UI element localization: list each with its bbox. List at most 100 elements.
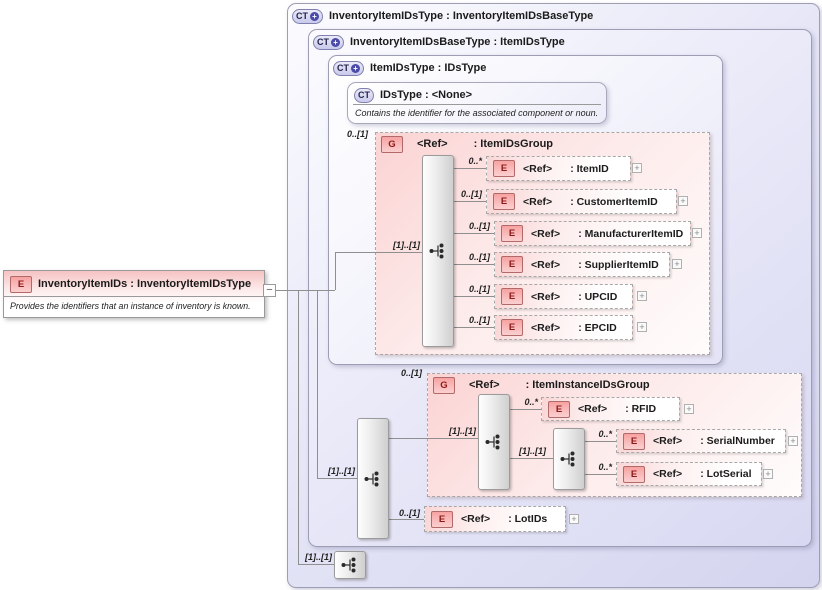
element-badge: E <box>623 432 645 450</box>
element-itemid[interactable]: E <Ref> : ItemID <box>486 156 631 181</box>
connector <box>298 564 334 565</box>
element-customeritemid[interactable]: E <Ref> : CustomerItemID <box>486 189 677 214</box>
expand-button[interactable]: + <box>637 322 647 332</box>
type-header: CT + InventoryItemIDsType : InventoryIte… <box>292 7 593 25</box>
connector <box>298 290 299 564</box>
connector <box>387 438 478 439</box>
derived-plus-icon: + <box>331 37 340 47</box>
expand-button[interactable]: + <box>692 228 702 238</box>
connector <box>387 519 424 520</box>
connector <box>508 458 553 459</box>
element-name: : EPCID <box>578 321 617 334</box>
occurrence-label: 0..[1] <box>400 368 422 378</box>
element-name: : RFID <box>625 403 657 415</box>
group-header: G <Ref> : ItemIDsGroup <box>381 135 553 153</box>
connector <box>276 290 335 291</box>
connector <box>583 441 616 442</box>
occurrence-label: 0..[1] <box>468 284 490 294</box>
element-ref-label: <Ref> <box>523 162 553 175</box>
element-epcid[interactable]: E <Ref> : EPCID <box>494 315 633 340</box>
element-name: : ItemID <box>570 162 609 175</box>
sequence-compositor <box>357 418 389 539</box>
element-ref-label: <Ref> <box>653 435 683 447</box>
element-ref-label: <Ref> <box>531 321 561 334</box>
collapse-toggle[interactable]: − <box>263 284 276 297</box>
sequence-compositor-collapsed <box>334 551 366 579</box>
element-badge: E <box>493 160 515 177</box>
element-badge: E <box>623 465 645 483</box>
element-badge: E <box>431 510 453 528</box>
connector <box>508 409 541 410</box>
occurrence-label: 0..[1] <box>398 508 420 518</box>
expand-button[interactable]: + <box>788 436 798 446</box>
type-box-idstype: CT IDsType : <None> Contains the identif… <box>347 82 607 124</box>
expand-button[interactable]: + <box>632 163 642 173</box>
connector <box>335 252 336 290</box>
derived-plus-icon: + <box>351 63 360 73</box>
connector <box>335 252 422 253</box>
element-badge: E <box>493 193 515 210</box>
sequence-icon <box>485 434 500 450</box>
type-header: CT + InventoryItemIDsBaseType : ItemIDsT… <box>313 33 565 51</box>
element-name: : LotIDs <box>508 513 548 525</box>
element-serialnumber[interactable]: E <Ref> : SerialNumber <box>616 429 786 453</box>
element-ref-label: <Ref> <box>653 468 683 480</box>
sequence-icon <box>364 471 379 486</box>
connector <box>452 233 494 234</box>
occurrence-label: 0..* <box>524 397 538 407</box>
element-name: : LotSerial <box>700 468 752 480</box>
sequence-compositor <box>478 394 510 490</box>
occurrence-label: 0..* <box>598 462 612 472</box>
expand-button[interactable]: + <box>672 259 682 269</box>
sequence-compositor <box>553 428 585 490</box>
element-upcid[interactable]: E <Ref> : UPCID <box>494 284 633 309</box>
group-name: : ItemInstanceIDsGroup <box>525 379 650 391</box>
expand-button[interactable]: + <box>678 196 688 206</box>
element-name: : ManufacturerItemID <box>578 227 684 240</box>
element-badge: E <box>548 400 570 418</box>
group-badge: G <box>433 376 455 394</box>
type-header: CT IDsType : <None> <box>354 86 472 104</box>
element-annotation: Provides the identifiers that an instanc… <box>10 301 251 311</box>
type-title: IDsType : <None> <box>380 89 473 101</box>
element-header: E InventoryItemIDs : InventoryItemIDsTyp… <box>10 275 251 293</box>
element-name: : SerialNumber <box>700 435 775 447</box>
element-ref-label: <Ref> <box>461 513 491 525</box>
sequence-compositor <box>422 155 454 347</box>
type-annotation: Contains the identifier for the associat… <box>355 108 599 118</box>
element-supplieritemid[interactable]: E <Ref> : SupplierItemID <box>494 252 670 277</box>
divider <box>353 104 601 105</box>
occurrence-label: 0..[1] <box>460 189 482 199</box>
occurrence-label: [1]..[1] <box>393 240 420 250</box>
connector <box>452 327 494 328</box>
sequence-icon <box>341 557 356 573</box>
connector <box>452 296 494 297</box>
expand-button[interactable]: + <box>684 404 694 414</box>
element-ref-label: <Ref> <box>523 195 553 208</box>
expand-button[interactable]: + <box>763 469 773 479</box>
element-lotserial[interactable]: E <Ref> : LotSerial <box>616 462 762 486</box>
connector <box>452 264 494 265</box>
occurrence-label: [1]..[1] <box>328 466 355 476</box>
sequence-icon <box>429 243 444 259</box>
occurrence-label: 0..* <box>468 156 482 166</box>
complextype-badge: CT + <box>333 60 364 76</box>
element-name: : CustomerItemID <box>570 195 658 208</box>
complextype-badge: CT + <box>292 8 323 24</box>
root-element-inventoryitemids[interactable]: E InventoryItemIDs : InventoryItemIDsTyp… <box>3 270 265 318</box>
expand-button[interactable]: + <box>637 291 647 301</box>
complextype-badge: CT <box>354 87 374 103</box>
element-lotids[interactable]: E <Ref> : LotIDs <box>424 506 566 532</box>
type-header: CT + ItemIDsType : IDsType <box>333 59 486 77</box>
occurrence-label: 0..* <box>598 429 612 439</box>
group-ref-label: <Ref> <box>417 138 448 150</box>
complextype-badge: CT + <box>313 34 344 50</box>
connector <box>317 290 318 478</box>
group-ref-label: <Ref> <box>469 379 500 391</box>
element-rfid[interactable]: E <Ref> : RFID <box>541 397 680 421</box>
element-badge: E <box>501 288 523 305</box>
expand-button[interactable]: + <box>569 514 579 524</box>
element-ref-label: <Ref> <box>578 403 608 415</box>
element-manufactureritemid[interactable]: E <Ref> : ManufacturerItemID <box>494 221 691 246</box>
